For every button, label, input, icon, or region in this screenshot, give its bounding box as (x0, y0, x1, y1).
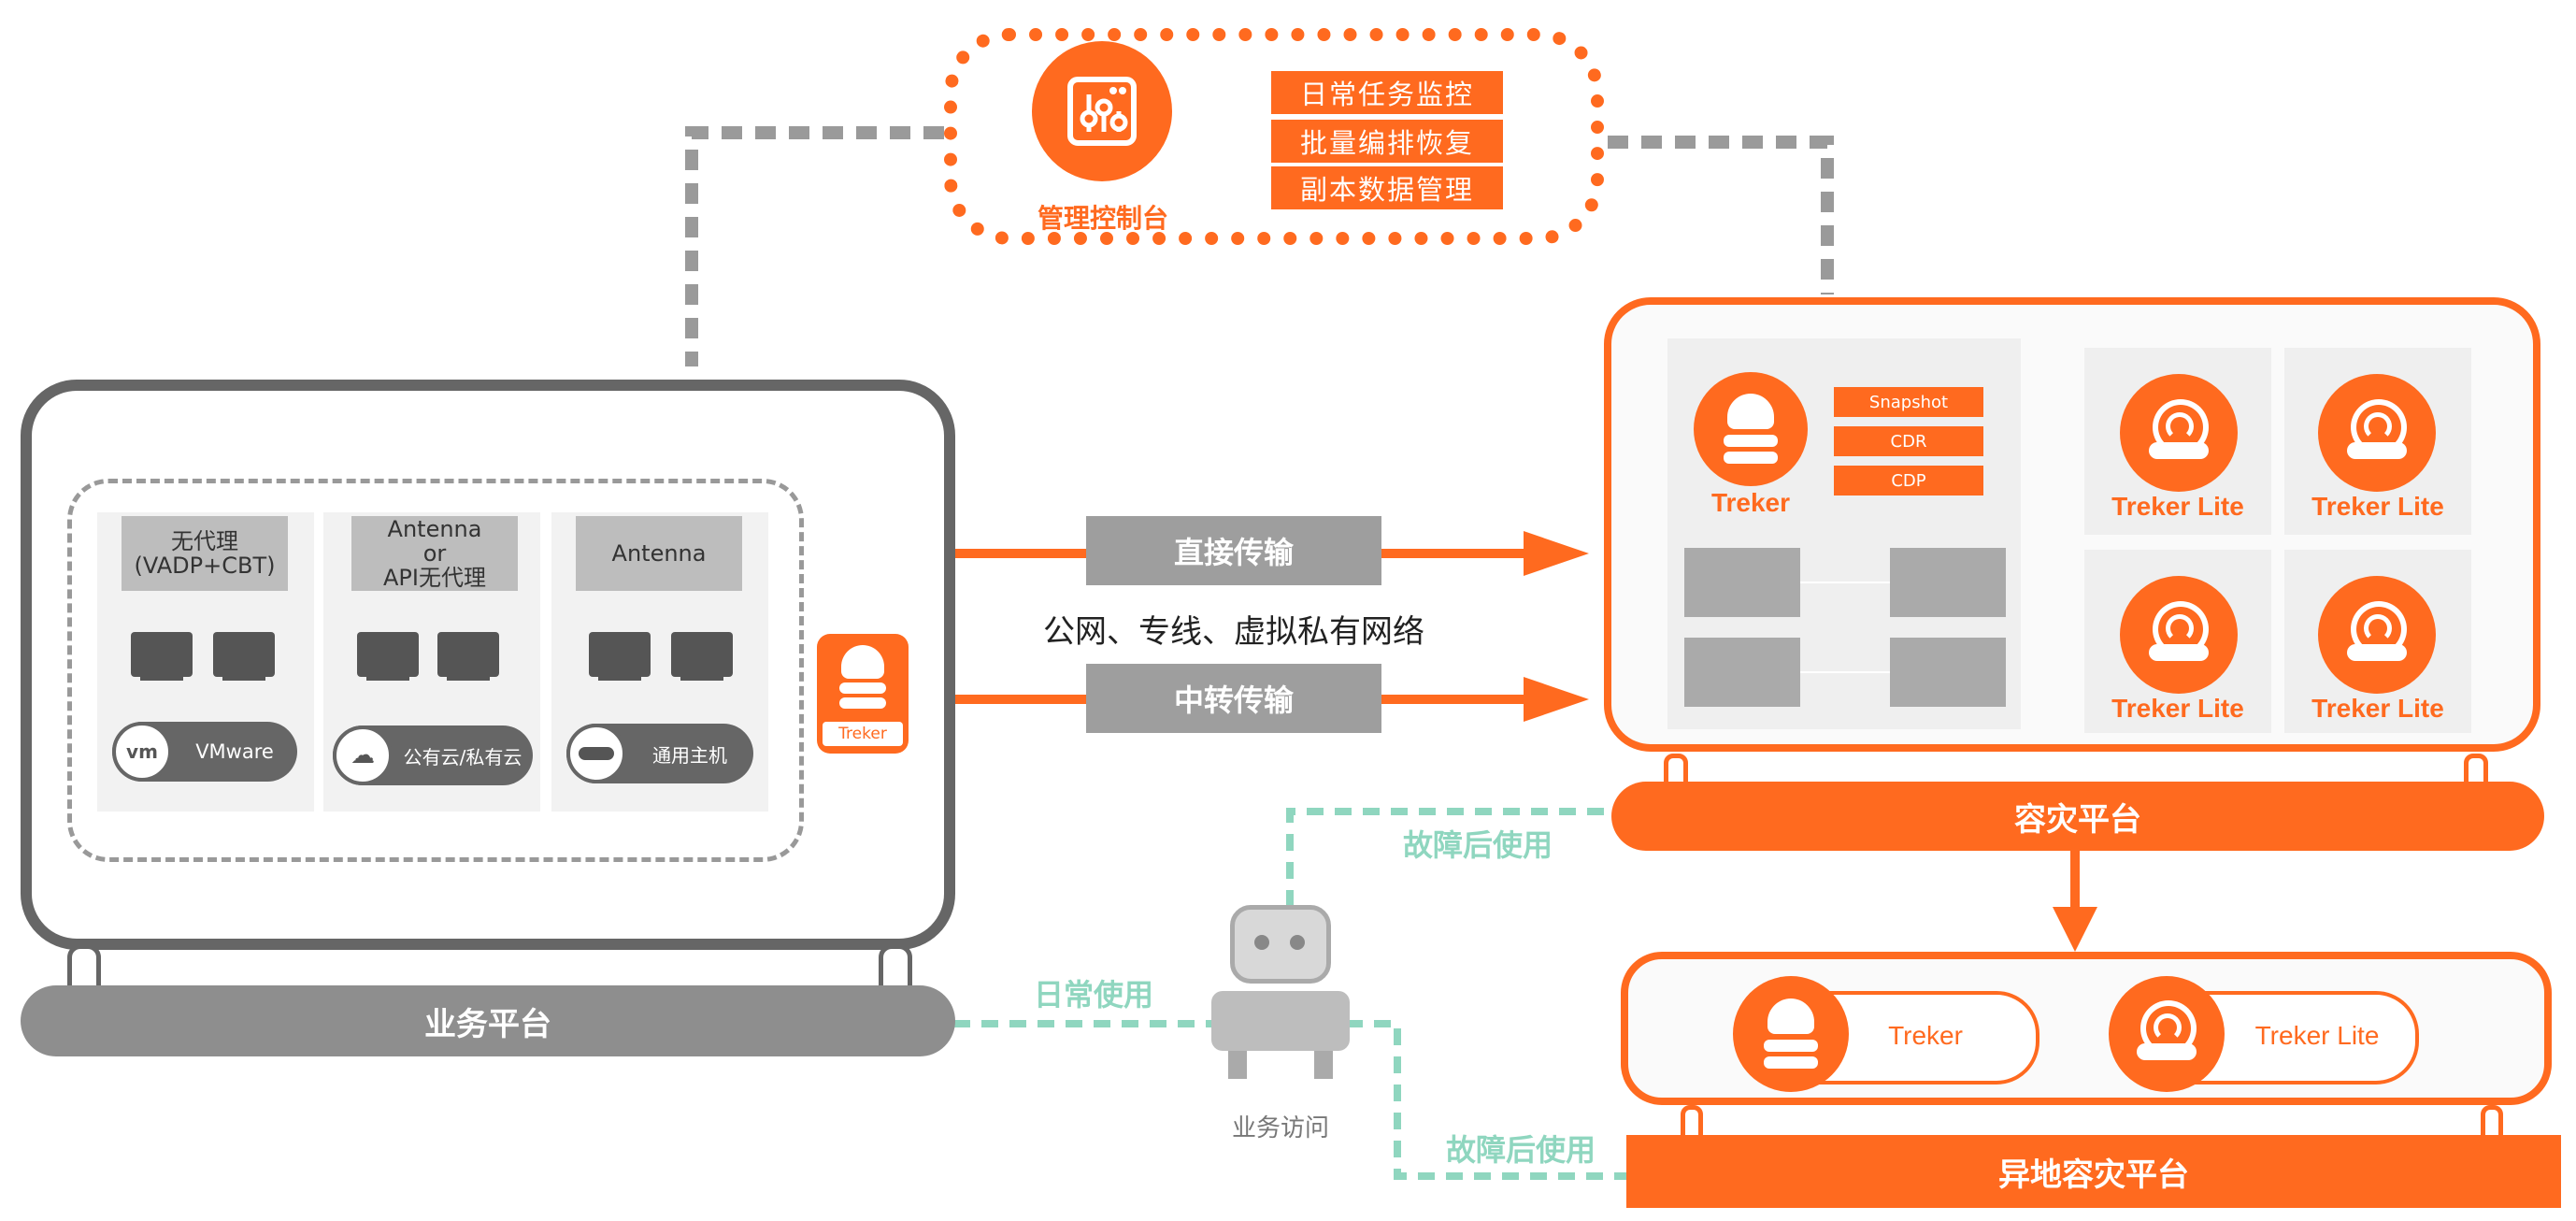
treker-relay-node: Treker (817, 634, 909, 754)
task-item: 批量编排恢复 (1271, 120, 1503, 163)
treker-relay-label: Treker (823, 722, 903, 746)
storage-link (1800, 671, 1890, 673)
dr-platform-base: 容灾平台 (1611, 782, 2544, 851)
monitor-icon (589, 632, 651, 677)
treker-cloud-icon (1733, 976, 1849, 1092)
treker-lite-label: Treker Lite (2311, 492, 2444, 521)
vmware-icon: vm (112, 722, 172, 782)
access-label: 业务访问 (1231, 1113, 1329, 1142)
task-item: 日常任务监控 (1271, 71, 1503, 114)
console-link-left (685, 126, 944, 366)
treker-lite-icon (2318, 576, 2436, 694)
mode-chip: CDR (1834, 426, 1983, 456)
treker-lite-label: Treker Lite (2311, 694, 2444, 723)
remote-platform-label: 异地容灾平台 (1998, 1156, 2189, 1194)
treker-lite-icon (2120, 576, 2238, 694)
storage-block (1684, 548, 1800, 617)
failover-link-2 (1346, 1020, 1631, 1180)
treker-lite-icon (2120, 374, 2238, 492)
business-platform-label: 业务平台 (424, 1005, 551, 1043)
direct-arrowhead (1524, 531, 1589, 576)
treker-label: Treker (1710, 488, 1791, 517)
platform-badge: vm VMware (112, 722, 297, 782)
daily-use-label: 日常使用 (1033, 977, 1153, 1013)
remote-node-label: Treker Lite (2254, 1021, 2380, 1050)
console-label: 管理控制台 (1037, 204, 1168, 233)
treker-lite-label: Treker Lite (2111, 492, 2244, 521)
storage-link (1800, 582, 1890, 583)
business-platform-base: 业务平台 (21, 985, 955, 1056)
storage-block (1684, 638, 1800, 707)
task-item: 副本数据管理 (1271, 166, 1503, 209)
agent-group-title: Antenna (576, 516, 742, 591)
platform-badge-label: 公有云/私有云 (403, 745, 522, 769)
treker-lite-label: Treker Lite (2111, 694, 2244, 723)
failover-label: 故障后使用 (1445, 1132, 1596, 1168)
failover-label: 故障后使用 (1402, 827, 1553, 863)
treker-lite-icon (2109, 976, 2225, 1092)
agent-group-title: 无代理 (VADP+CBT) (122, 516, 288, 591)
console-icon (1032, 41, 1172, 181)
cloud-server-icon (836, 645, 890, 711)
network-label: 公网、专线、虚拟私有网络 (1043, 612, 1424, 651)
platform-badge: ☁ 公有云/私有云 (333, 725, 533, 785)
platform-badge-label: VMware (195, 740, 274, 763)
monitor-icon (213, 632, 275, 677)
cloud-icon: ☁ (333, 725, 393, 785)
mode-chip: CDP (1834, 466, 1983, 496)
relay-transfer-label: 中转传输 (1086, 664, 1381, 733)
console-frame (944, 28, 1604, 245)
platform-badge: 通用主机 (566, 724, 753, 783)
monitor-icon (131, 632, 193, 677)
dr-platform-label: 容灾平台 (2014, 800, 2141, 839)
monitor-icon (357, 632, 419, 677)
remote-platform-base: 异地容灾平台 (1626, 1135, 2561, 1208)
remote-node-label: Treker (1888, 1021, 1963, 1050)
agent-group-frame (67, 479, 804, 862)
monitor-icon (671, 632, 733, 677)
server-icon (566, 724, 626, 783)
storage-block (1890, 548, 2006, 617)
monitor-icon (437, 632, 499, 677)
robot-icon (1211, 905, 1350, 1083)
platform-badge-label: 通用主机 (652, 743, 727, 767)
treker-lite-icon (2318, 374, 2436, 492)
control-panel-icon (1067, 77, 1137, 146)
console-link-right (1608, 136, 1834, 294)
treker-cloud-icon (1694, 372, 1808, 486)
mode-chip: Snapshot (1834, 387, 1983, 417)
direct-transfer-label: 直接传输 (1086, 516, 1381, 585)
failover-link-1 (1286, 808, 1608, 907)
relay-arrowhead (1524, 677, 1589, 722)
storage-block (1890, 638, 2006, 707)
agent-group-title: Antenna or API无代理 (351, 516, 518, 591)
replicate-arrowhead (2053, 907, 2097, 952)
